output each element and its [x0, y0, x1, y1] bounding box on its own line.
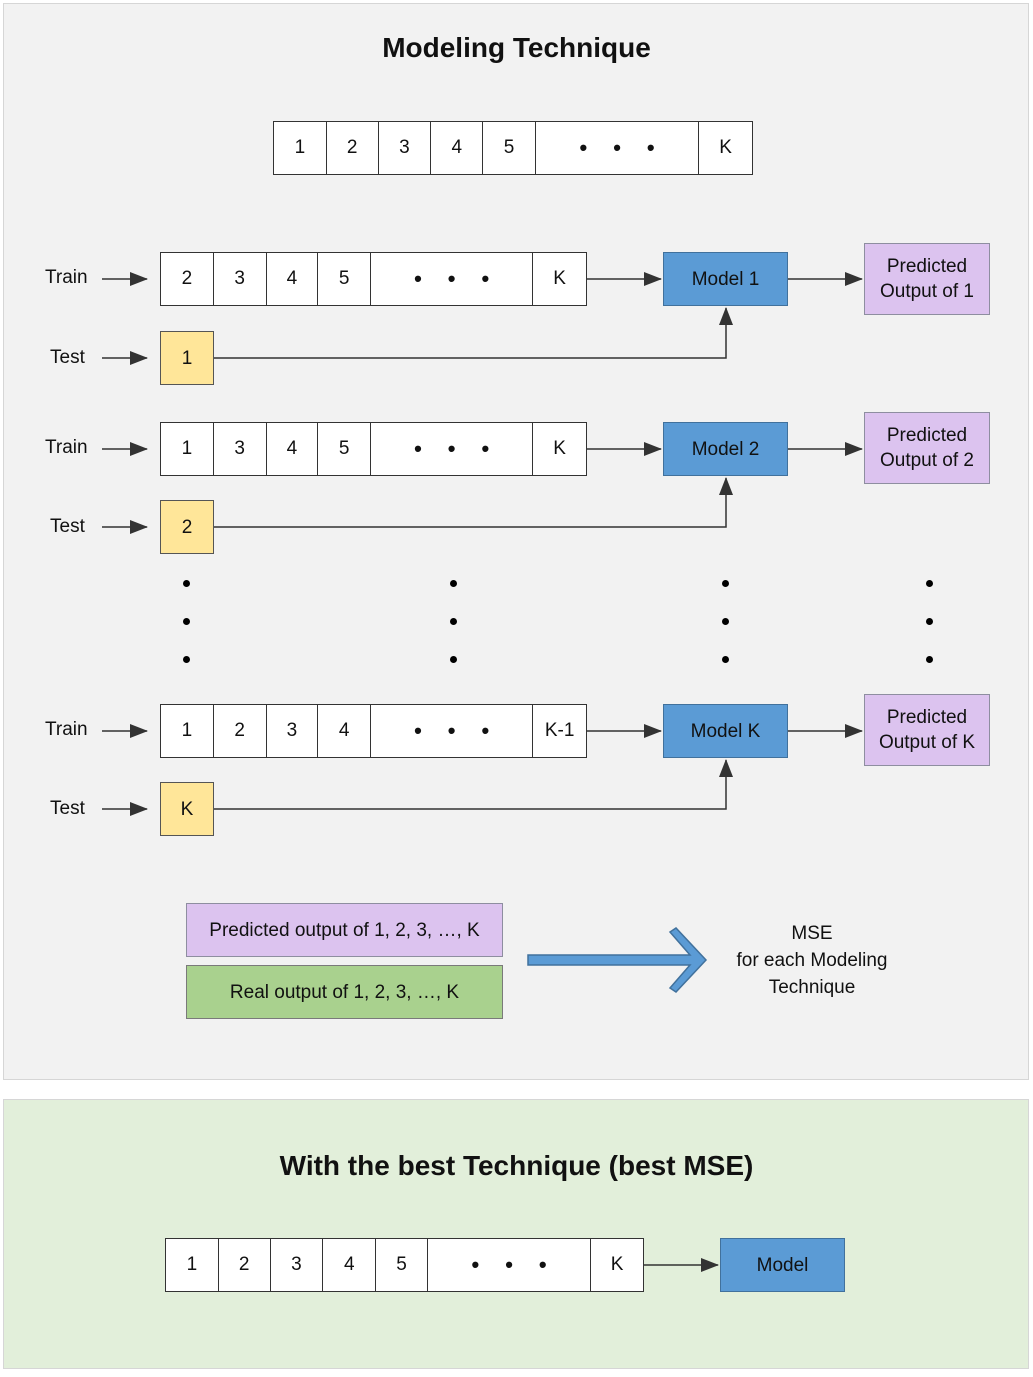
- ellipsis-cell: •••: [371, 423, 534, 475]
- predicted-output-box: Predicted Output of 1: [864, 243, 990, 315]
- fold-cell: 3: [379, 122, 432, 174]
- mse-label: MSE for each Modeling Technique: [712, 918, 912, 1002]
- model-box: Model 1: [663, 252, 788, 306]
- fold-cell: 3: [267, 705, 319, 757]
- mse-line: MSE: [791, 922, 833, 944]
- fold-cell: K: [610, 1254, 624, 1275]
- fold-cell: 3: [271, 1239, 324, 1291]
- test-label: Test: [50, 798, 85, 819]
- fold-cell: 1: [274, 122, 327, 174]
- best-technique-title: With the best Technique (best MSE): [279, 1150, 754, 1181]
- vertical-ellipsis-dot: [722, 618, 729, 625]
- vertical-ellipsis-dot: [183, 618, 190, 625]
- test-to-model-arrow: [214, 307, 733, 359]
- vertical-ellipsis-dot: [183, 580, 190, 587]
- fold-cell: 4: [323, 1239, 377, 1291]
- fold-cell: 5: [318, 423, 372, 475]
- vertical-ellipsis-dot: [722, 656, 729, 663]
- ellipsis-cell: •••: [428, 1239, 592, 1291]
- real-output-box: Real output of 1, 2, 3, …, K: [186, 965, 503, 1019]
- fold-cell: 4: [318, 705, 372, 757]
- best-technique-panel: [3, 1099, 1029, 1369]
- train-label: Train: [45, 267, 88, 288]
- mse-line: for each Modeling: [736, 949, 888, 971]
- fold-cell: 2: [327, 122, 379, 174]
- test-fold-box: 2: [160, 500, 214, 554]
- vertical-ellipsis-dot: [926, 656, 933, 663]
- fold-cell: 4: [431, 122, 484, 174]
- fold-cell: K: [553, 438, 566, 459]
- ellipsis-cell: •••: [371, 705, 534, 757]
- fold-cell: 1: [161, 423, 214, 475]
- ellipsis-cell: •••: [371, 253, 534, 305]
- fold-cell: K-1: [544, 720, 575, 741]
- fold-cell: 5: [318, 253, 372, 305]
- predicted-line: Predicted: [886, 256, 968, 277]
- model-box: Model K: [663, 704, 788, 758]
- predicted-line: Output of K: [878, 732, 976, 753]
- vertical-ellipsis-dot: [450, 618, 457, 625]
- fold-cell: 2: [219, 1239, 271, 1291]
- train-label: Train: [45, 437, 88, 458]
- model-box: Model 2: [663, 422, 788, 476]
- all-folds-strip: 1 2 3 4 5 ••• K: [273, 121, 753, 175]
- test-label: Test: [50, 516, 85, 537]
- train-strip: 2 3 4 5 ••• K: [160, 252, 587, 306]
- fold-cell: 4: [267, 423, 319, 475]
- fold-cell: 1: [166, 1239, 219, 1291]
- fold-cell: 2: [161, 253, 214, 305]
- vertical-ellipsis-dot: [926, 580, 933, 587]
- test-to-model-arrow: [214, 759, 733, 810]
- vertical-ellipsis-dot: [926, 618, 933, 625]
- predicted-output-box: Predicted Output of K: [864, 694, 990, 766]
- fold-cell: K: [553, 268, 566, 289]
- vertical-ellipsis-dot: [450, 580, 457, 587]
- modeling-technique-title: Modeling Technique: [382, 32, 651, 63]
- to-mse-arrow: [527, 927, 708, 993]
- vertical-ellipsis-dot: [722, 580, 729, 587]
- test-fold-box: K: [160, 782, 214, 836]
- fold-cell: 5: [483, 122, 536, 174]
- fold-cell: 1: [161, 705, 214, 757]
- fold-cell: K: [719, 137, 732, 158]
- predicted-line: Output of 1: [879, 281, 974, 302]
- train-label: Train: [45, 719, 88, 740]
- mse-line: Technique: [768, 976, 856, 998]
- fold-cell: 3: [214, 423, 267, 475]
- vertical-ellipsis-dot: [183, 656, 190, 663]
- ellipsis-cell: •••: [536, 122, 700, 174]
- test-label: Test: [50, 347, 85, 368]
- test-to-model-arrow: [214, 477, 733, 528]
- final-folds-strip: 1 2 3 4 5 ••• K: [165, 1238, 644, 1292]
- predicted-output-box: Predicted Output of 2: [864, 412, 990, 484]
- train-strip: 1 3 4 5 ••• K: [160, 422, 587, 476]
- fold-cell: 3: [214, 253, 267, 305]
- predicted-line: Output of 2: [879, 450, 974, 471]
- predicted-line: Predicted: [886, 425, 968, 446]
- train-strip: 1 2 3 4 ••• K-1: [160, 704, 587, 758]
- predicted-all-box: Predicted output of 1, 2, 3, …, K: [186, 903, 503, 957]
- fold-cell: 2: [214, 705, 267, 757]
- predicted-line: Predicted: [886, 707, 968, 728]
- fold-cell: 5: [376, 1239, 428, 1291]
- test-fold-box: 1: [160, 331, 214, 385]
- final-model-box: Model: [720, 1238, 845, 1292]
- vertical-ellipsis-dot: [450, 656, 457, 663]
- fold-cell: 4: [267, 253, 319, 305]
